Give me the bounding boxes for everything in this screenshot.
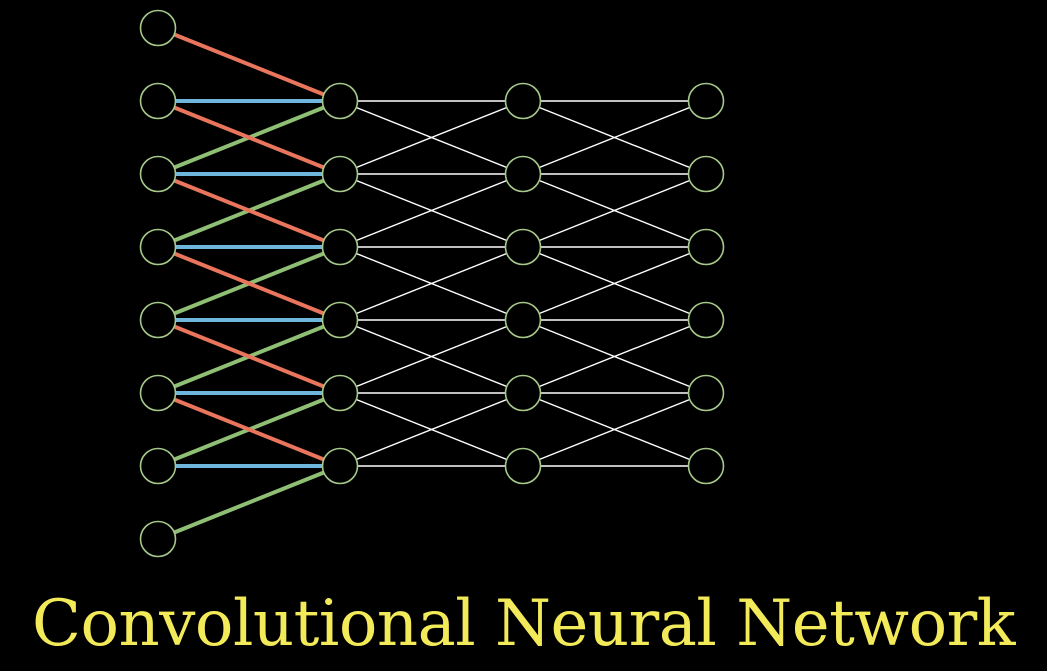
- kernel-edge-weight-1: [156, 391, 342, 468]
- hidden-node: [504, 447, 542, 485]
- hidden-node: [504, 374, 542, 412]
- kernel-edge-weight-1: [156, 99, 342, 176]
- input-node: [139, 301, 177, 339]
- hidden-edge: [522, 246, 707, 321]
- hidden-edge: [522, 100, 707, 175]
- hidden-node: [321, 447, 359, 485]
- hidden-node: [504, 228, 542, 266]
- input-node: [139, 228, 177, 266]
- hidden-node: [687, 301, 725, 339]
- hidden-node: [687, 228, 725, 266]
- hidden-edge: [522, 319, 707, 394]
- kernel-edge-weight-3: [156, 464, 342, 541]
- input-node: [139, 374, 177, 412]
- kernel-edges-group: [156, 26, 342, 541]
- hidden-edge: [339, 173, 524, 248]
- input-node: [139, 520, 177, 558]
- hidden-node: [504, 155, 542, 193]
- input-node: [139, 447, 177, 485]
- kernel-edge-weight-1: [156, 245, 342, 322]
- hidden-node: [504, 82, 542, 120]
- hidden-node: [321, 155, 359, 193]
- hidden-node: [321, 374, 359, 412]
- nodes-group: [139, 9, 725, 558]
- kernel-edge-weight-1: [156, 26, 342, 103]
- hidden-node: [504, 301, 542, 339]
- hidden-node: [687, 82, 725, 120]
- hidden-node: [687, 155, 725, 193]
- dense-edges-group: [339, 100, 707, 467]
- hidden-node: [687, 374, 725, 412]
- hidden-node: [321, 228, 359, 266]
- input-node: [139, 9, 177, 47]
- hidden-edge: [339, 319, 524, 394]
- hidden-edge: [339, 100, 524, 175]
- input-node: [139, 155, 177, 193]
- cnn-diagram: [139, 9, 725, 558]
- diagram-caption: Convolutional Neural Network: [32, 587, 1015, 661]
- input-node: [139, 82, 177, 120]
- hidden-edge: [339, 246, 524, 321]
- hidden-node: [321, 82, 359, 120]
- hidden-edge: [522, 173, 707, 248]
- hidden-node: [321, 301, 359, 339]
- hidden-edge: [522, 392, 707, 467]
- hidden-node: [687, 447, 725, 485]
- kernel-edge-weight-1: [156, 172, 342, 249]
- hidden-edge: [339, 392, 524, 467]
- kernel-edge-weight-1: [156, 318, 342, 395]
